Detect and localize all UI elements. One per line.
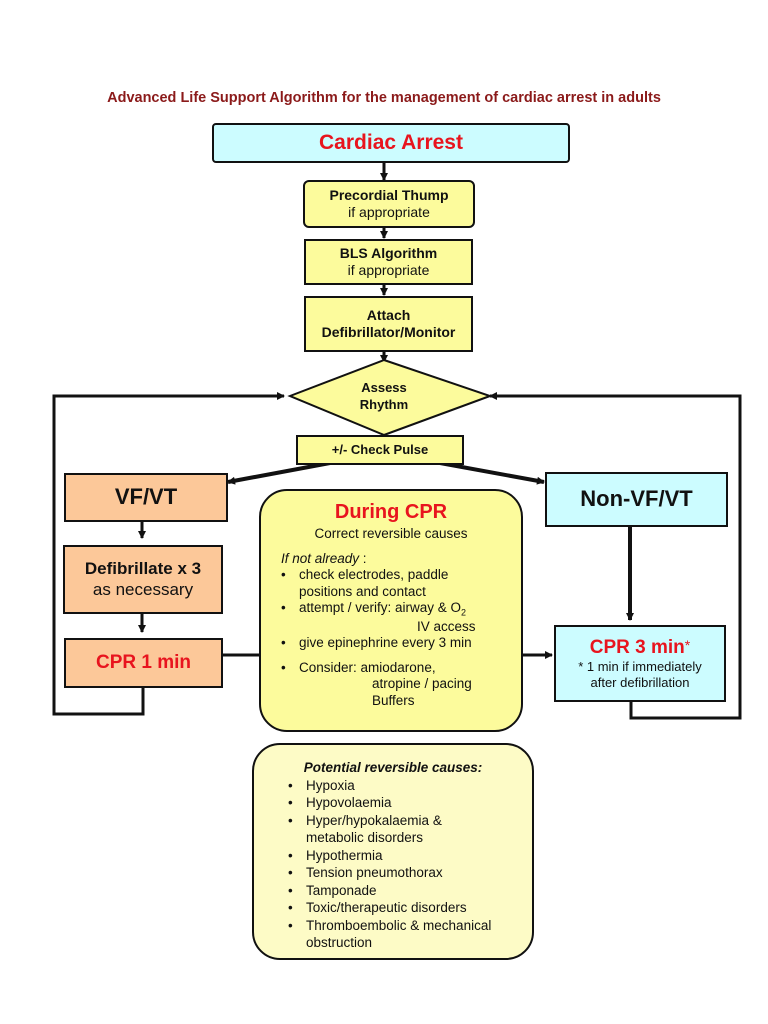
subscript-2: 2 bbox=[461, 607, 467, 618]
cardiac-arrest-label: Cardiac Arrest bbox=[319, 131, 463, 155]
item-line1: give epinephrine every 3 min bbox=[299, 635, 472, 651]
item-line1: Hypovolaemia bbox=[306, 795, 392, 811]
reversible-causes-list: Hypoxia Hypovolaemia Hyper/hypokalaemia … bbox=[284, 777, 532, 952]
list-item: Thromboembolic & mechanical obstruction bbox=[284, 917, 532, 952]
defibrillate-sub: as necessary bbox=[92, 579, 194, 599]
assess-line1: Assess bbox=[361, 380, 407, 395]
item-line1: Tension pneumothorax bbox=[306, 865, 443, 881]
item-line2: obstruction bbox=[306, 935, 373, 951]
arrow-pulse-to-vfvt bbox=[227, 461, 331, 485]
item-line1: Consider: amiodarone, bbox=[299, 659, 436, 675]
cardiac-arrest-box: Cardiac Arrest bbox=[212, 123, 570, 163]
list-item: Hypoxia bbox=[284, 777, 532, 795]
item-line1: Thromboembolic & mechanical bbox=[306, 917, 492, 933]
item-line2: metabolic disorders bbox=[306, 830, 424, 846]
list-item: check electrodes, paddle positions and c… bbox=[277, 567, 521, 600]
during-cpr-subheading: Correct reversible causes bbox=[314, 526, 468, 542]
defibrillate-box: Defibrillate x 3 as necessary bbox=[63, 545, 223, 614]
check-pulse-box: +/- Check Pulse bbox=[296, 435, 464, 465]
list-item: Hypovolaemia bbox=[284, 794, 532, 812]
diagram-title: Advanced Life Support Algorithm for the … bbox=[107, 90, 661, 106]
item-line1: attempt / verify: airway & O2 bbox=[299, 600, 521, 619]
bls-algorithm-label: BLS Algorithm bbox=[339, 245, 438, 262]
loop-right bbox=[489, 392, 742, 720]
list-item: Hypothermia bbox=[284, 847, 532, 865]
item-line1: Hypoxia bbox=[306, 777, 355, 793]
during-cpr-heading: During CPR bbox=[334, 501, 448, 523]
assess-line2: Rhythm bbox=[359, 396, 409, 412]
item-line1: Toxic/therapeutic disorders bbox=[306, 900, 467, 916]
cpr-3-min-asterisk: * bbox=[684, 636, 691, 653]
cpr-1-min-label: CPR 1 min bbox=[95, 651, 192, 673]
non-vf-vt-box: Non-VF/VT bbox=[545, 472, 728, 527]
list-item: Consider: amiodarone, atropine / pacing … bbox=[277, 660, 521, 709]
item-line1: Tamponade bbox=[306, 882, 377, 898]
item-line3: Buffers bbox=[372, 692, 415, 708]
item-text: attempt / verify: airway & O bbox=[299, 600, 462, 616]
defibrillate-label: Defibrillate x 3 bbox=[84, 559, 202, 579]
list-item: Hyper/hypokalaemia & metabolic disorders bbox=[284, 812, 532, 847]
during-cpr-intro: If not already : bbox=[281, 551, 521, 567]
item-line2: IV access bbox=[417, 618, 476, 634]
bls-algorithm-sub: if appropriate bbox=[347, 262, 430, 278]
precordial-thump-sub: if appropriate bbox=[348, 204, 430, 220]
reversible-causes-heading: Potential reversible causes: bbox=[303, 760, 483, 775]
assess-rhythm-text: Assess Rhythm bbox=[330, 380, 438, 414]
precordial-thump-label: Precordial Thump bbox=[329, 187, 449, 204]
cpr-3-min-box: CPR 3 min* * 1 min if immediately after … bbox=[554, 625, 726, 702]
check-pulse-label: +/- Check Pulse bbox=[331, 442, 429, 458]
arrow-pulse-to-nonvfvt bbox=[439, 461, 545, 485]
precordial-thump-box: Precordial Thump if appropriate bbox=[303, 180, 475, 228]
item-line2: positions and contact bbox=[299, 583, 426, 599]
cpr-1-min-box: CPR 1 min bbox=[64, 638, 223, 688]
list-item: give epinephrine every 3 min bbox=[277, 635, 521, 652]
item-line1: Hyper/hypokalaemia & bbox=[306, 812, 442, 828]
during-cpr-box: During CPR Correct reversible causes If … bbox=[259, 489, 523, 732]
list-item: Toxic/therapeutic disorders bbox=[284, 899, 532, 917]
list-item: Tamponade bbox=[284, 882, 532, 900]
reversible-causes-box: Potential reversible causes: Hypoxia Hyp… bbox=[252, 743, 534, 960]
list-item: Tension pneumothorax bbox=[284, 864, 532, 882]
attach-line1: Attach bbox=[366, 307, 411, 324]
non-vf-vt-label: Non-VF/VT bbox=[580, 486, 693, 512]
during-cpr-list: check electrodes, paddle positions and c… bbox=[277, 567, 521, 709]
during-cpr-intro-italic: If not already bbox=[281, 550, 360, 566]
attach-line2: Defibrillator/Monitor bbox=[321, 324, 456, 340]
loop-left bbox=[52, 392, 285, 716]
item-line2: atropine / pacing bbox=[372, 676, 472, 692]
list-item: attempt / verify: airway & O2 IV access bbox=[277, 600, 521, 635]
cpr-3-min-note-line2: after defibrillation bbox=[590, 674, 690, 690]
during-cpr-intro-colon: : bbox=[359, 550, 367, 566]
attach-defibrillator-box: Attach Defibrillator/Monitor bbox=[304, 296, 473, 352]
bls-algorithm-box: BLS Algorithm if appropriate bbox=[304, 239, 473, 285]
cpr-3-min-label: CPR 3 min bbox=[589, 636, 685, 658]
vf-vt-label: VF/VT bbox=[114, 484, 178, 510]
cpr-3-min-note-line1: * 1 min if immediately bbox=[578, 659, 702, 675]
vf-vt-box: VF/VT bbox=[64, 473, 228, 522]
item-line1: Hypothermia bbox=[306, 847, 383, 863]
item-line1: check electrodes, paddle bbox=[299, 567, 449, 583]
